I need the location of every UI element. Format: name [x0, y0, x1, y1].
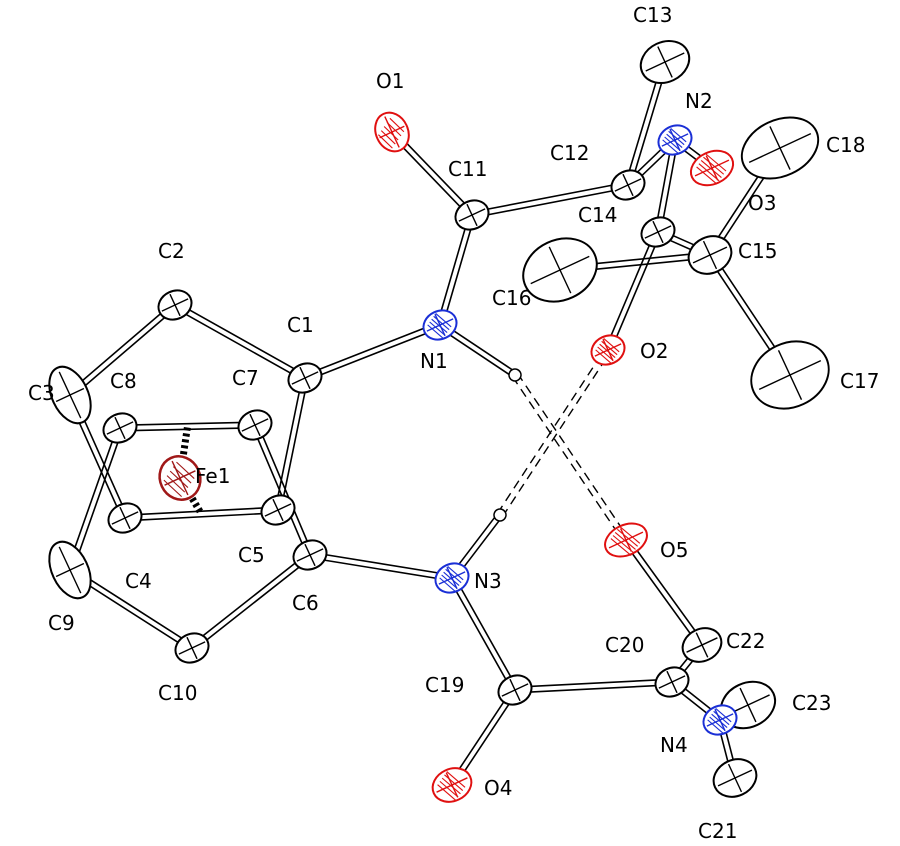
atom-C15: [687, 235, 733, 275]
atom-C7: [237, 409, 273, 441]
atom-C13: [639, 40, 691, 84]
atom-C14: [640, 216, 676, 248]
atom-label-C16: C16: [492, 286, 531, 310]
atom-label-C9: C9: [48, 611, 75, 635]
atom-C5: [260, 494, 296, 526]
label-layer: C1C2C3C4C5C6C7C8C9C10C11C12C13C14C15C16C…: [28, 3, 879, 843]
atom-label-C17: C17: [840, 369, 879, 393]
atom-C2: [157, 289, 193, 321]
atom-C3: [48, 365, 92, 425]
atom-N2: [657, 124, 693, 156]
atom-label-O1: O1: [376, 69, 404, 93]
atom-label-C14: C14: [578, 203, 617, 227]
atom-H1: [508, 368, 522, 382]
atom-C12: [610, 169, 646, 201]
atom-label-C10: C10: [158, 681, 197, 705]
atom-N3: [434, 562, 470, 594]
atom-label-C21: C21: [698, 819, 737, 843]
atom-O2: [590, 334, 626, 366]
atom-O3: [689, 149, 735, 187]
atom-label-C13: C13: [633, 3, 672, 27]
atom-label-C22: C22: [726, 629, 765, 653]
atom-C17: [750, 340, 830, 410]
hbond-H3-O2: [496, 347, 612, 518]
bond-C11-C12: [471, 181, 629, 219]
atom-C11: [454, 199, 490, 231]
atom-label-C3: C3: [28, 381, 55, 405]
bond-C1-N1: [303, 321, 442, 382]
bond-C1-C2: [173, 301, 307, 382]
atom-C4: [107, 502, 143, 534]
atom-C20: [654, 666, 690, 698]
atom-O5: [604, 522, 648, 558]
atom-N4: [702, 704, 738, 736]
atom-label-C1: C1: [287, 313, 314, 337]
bond-C2-C3: [67, 302, 178, 398]
atom-N1: [422, 309, 458, 341]
atom-label-C5: C5: [238, 543, 265, 567]
bond-C6-N3: [309, 551, 453, 582]
atom-label-C4: C4: [125, 569, 152, 593]
bond-C22-O5: [623, 537, 705, 648]
atom-label-O3: O3: [748, 191, 776, 215]
atom-label-C19: C19: [425, 673, 464, 697]
atom-label-N4: N4: [660, 733, 688, 757]
atom-H3: [493, 508, 507, 522]
bond-N3-C19: [448, 576, 519, 692]
bond-C6-C7: [251, 423, 314, 557]
atom-Fe1: [158, 455, 202, 501]
atom-O4: [431, 767, 473, 803]
atom-layer: [48, 40, 830, 803]
atom-C16: [522, 237, 598, 303]
atom-C19: [497, 674, 533, 706]
atom-C21: [712, 758, 758, 798]
atom-C22: [681, 627, 723, 663]
atom-O1: [374, 111, 410, 153]
atom-label-N2: N2: [685, 89, 713, 113]
hbond-H1-O5: [511, 372, 630, 543]
atom-label-O4: O4: [484, 776, 512, 800]
atom-C6: [292, 539, 328, 571]
hbond-layer: [496, 347, 630, 543]
bond-C19-C20: [514, 678, 673, 694]
atom-label-C18: C18: [826, 133, 865, 157]
atom-C1: [287, 362, 323, 394]
bond-C10-C6: [189, 552, 313, 651]
atom-label-C6: C6: [292, 591, 319, 615]
atom-label-C20: C20: [605, 633, 644, 657]
atom-label-N3: N3: [474, 569, 502, 593]
atom-C18: [740, 116, 820, 180]
atom-label-Fe1: Fe1: [195, 464, 230, 488]
atom-label-O5: O5: [660, 538, 688, 562]
atom-label-C15: C15: [738, 239, 777, 263]
atom-label-C2: C2: [158, 239, 185, 263]
bond-C8-C9: [66, 426, 124, 572]
atom-label-O2: O2: [640, 339, 668, 363]
bond-N1-C11: [436, 213, 476, 327]
atom-label-C23: C23: [792, 691, 831, 715]
bond-C4-C5: [124, 506, 279, 522]
atom-C9: [48, 540, 92, 600]
atom-label-N1: N1: [420, 349, 448, 373]
atom-label-C8: C8: [110, 369, 137, 393]
atom-C8: [102, 412, 138, 444]
atom-C10: [174, 632, 210, 664]
atom-label-C7: C7: [232, 366, 259, 390]
atom-label-C12: C12: [550, 141, 589, 165]
bond-C14-O2: [604, 230, 662, 352]
atom-label-C11: C11: [448, 157, 487, 181]
